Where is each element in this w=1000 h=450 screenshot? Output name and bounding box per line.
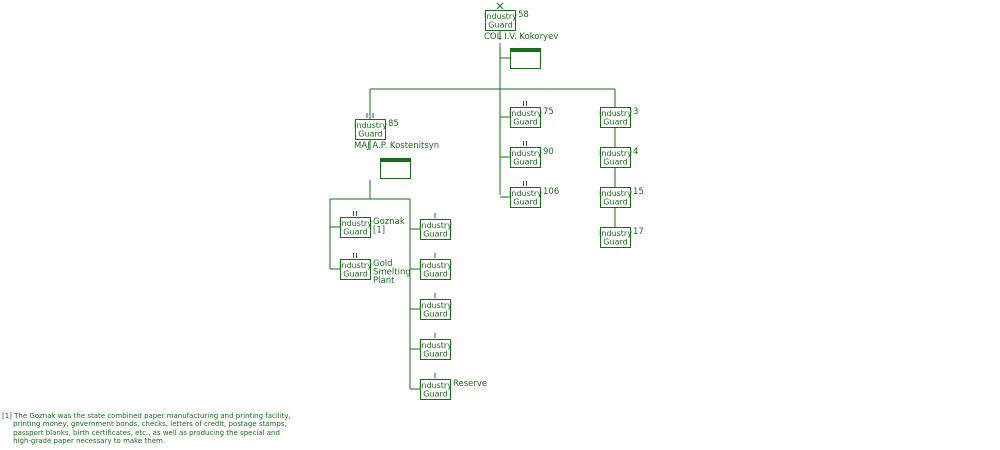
subhq-unit-box bbox=[355, 119, 386, 140]
unit-label-line2: Guard bbox=[423, 310, 447, 319]
unit-label-line2: Guard bbox=[488, 21, 512, 30]
unit-number: 17 bbox=[633, 227, 644, 237]
unit-label-line2: Guard bbox=[423, 270, 447, 279]
unit-label-line2: Guard bbox=[513, 118, 537, 127]
unit-label-line2: Guard bbox=[343, 270, 367, 279]
unit-number: 90 bbox=[543, 147, 554, 157]
unit-label-line1: Industry bbox=[419, 341, 452, 350]
subhq-commander: MAJ A.P. Kostenitsyn bbox=[354, 141, 439, 151]
unit-label-line1: Industry bbox=[484, 12, 517, 21]
unit-label-line2: Guard bbox=[358, 130, 382, 139]
unit-label-line1: Industry bbox=[419, 301, 452, 310]
unit-label-line2: Guard bbox=[513, 158, 537, 167]
connector-lines bbox=[329, 31, 616, 390]
sub-right-unit-box bbox=[420, 299, 451, 320]
unit-note: Smelting bbox=[373, 268, 411, 278]
center-unit-box bbox=[510, 107, 541, 128]
echelon-symbol bbox=[496, 2, 504, 10]
echelon-symbol bbox=[353, 253, 357, 258]
unit-label-line2: Guard bbox=[423, 390, 447, 399]
unit-label-line1: Industry bbox=[419, 221, 452, 230]
unit-label-line1: Industry bbox=[354, 121, 387, 130]
hq-flag-bar bbox=[510, 48, 541, 52]
unit-label-line1: Industry bbox=[419, 381, 452, 390]
unit-label-line2: Guard bbox=[603, 198, 627, 207]
unit-label-line2: Guard bbox=[423, 350, 447, 359]
unit-note: [1] bbox=[373, 226, 385, 236]
unit-number: 15 bbox=[633, 187, 644, 197]
unit-number: 85 bbox=[388, 119, 399, 129]
right-unit-box bbox=[600, 187, 631, 208]
unit-number: 3 bbox=[633, 107, 638, 117]
echelon-x-stroke bbox=[496, 2, 504, 10]
sub-right-unit-box bbox=[420, 339, 451, 360]
unit-label-line1: Industry bbox=[599, 229, 632, 238]
unit-label-line2: Guard bbox=[343, 228, 367, 237]
unit-note: Reserve bbox=[453, 379, 487, 389]
unit-label-line1: Industry bbox=[599, 109, 632, 118]
echelon-symbol bbox=[523, 101, 527, 106]
unit-label-line1: Industry bbox=[509, 109, 542, 118]
unit-label-line1: Industry bbox=[599, 189, 632, 198]
unit-note: Plant bbox=[373, 276, 395, 286]
right-unit-box bbox=[600, 107, 631, 128]
unit-label-line1: Industry bbox=[339, 261, 372, 270]
hq-flag-bar bbox=[380, 158, 411, 162]
center-unit-box bbox=[510, 187, 541, 208]
unit-label-line2: Guard bbox=[423, 230, 447, 239]
unit-number: 106 bbox=[543, 187, 559, 197]
unit-number: 58 bbox=[518, 10, 529, 20]
sub-left-unit-box bbox=[340, 259, 371, 280]
unit-label-line1: Industry bbox=[419, 261, 452, 270]
unit-label-line1: Industry bbox=[509, 189, 542, 198]
unit-label-line1: Industry bbox=[339, 219, 372, 228]
echelon-symbol bbox=[353, 211, 357, 216]
unit-label-line2: Guard bbox=[603, 118, 627, 127]
unit-label-line1: Industry bbox=[599, 149, 632, 158]
unit-label-line2: Guard bbox=[603, 158, 627, 167]
sub-right-unit-box bbox=[420, 379, 451, 400]
echelon-symbol bbox=[523, 181, 527, 186]
hq-commander: COL I.V. Kokoryev bbox=[484, 32, 558, 42]
unit-number: 4 bbox=[633, 147, 638, 157]
footnote: [1] The Goznak was the state combined pa… bbox=[2, 412, 291, 446]
unit-number: 75 bbox=[543, 107, 554, 117]
unit-note: Gold bbox=[373, 259, 393, 269]
center-unit-box bbox=[510, 147, 541, 168]
right-unit-box bbox=[600, 147, 631, 168]
unit-label-line2: Guard bbox=[513, 198, 537, 207]
unit-note: Goznak bbox=[373, 217, 405, 227]
unit-label-line1: Industry bbox=[509, 149, 542, 158]
sub-right-unit-box bbox=[420, 259, 451, 280]
hq-unit-box bbox=[485, 10, 516, 31]
right-unit-box bbox=[600, 227, 631, 248]
echelon-symbol bbox=[523, 141, 527, 146]
unit-label-line2: Guard bbox=[603, 238, 627, 247]
sub-left-unit-box bbox=[340, 217, 371, 238]
echelon-symbol bbox=[366, 113, 374, 118]
sub-right-unit-box bbox=[420, 219, 451, 240]
